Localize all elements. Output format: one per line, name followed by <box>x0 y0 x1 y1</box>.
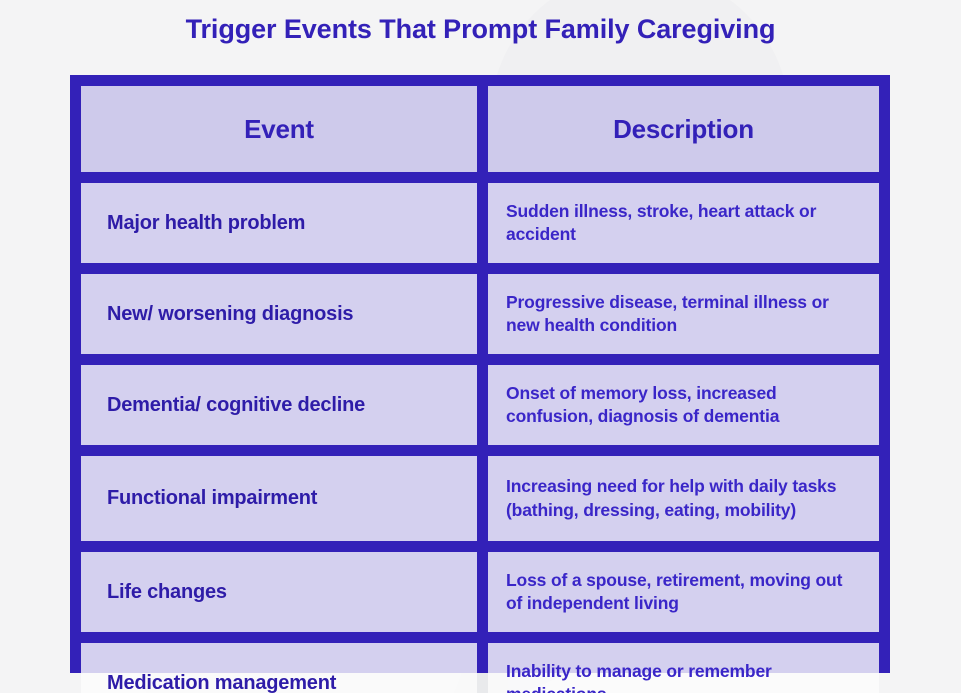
description-label: Loss of a spouse, retirement, moving out… <box>506 569 843 613</box>
description-label: Inability to manage or remember medicati… <box>506 660 772 693</box>
trigger-events-table: Event Description Major health problem S… <box>70 75 890 693</box>
event-label: Life changes <box>107 580 227 603</box>
event-label: Functional impairment <box>107 487 318 509</box>
cell-description: Inability to manage or remember medicati… <box>488 643 879 693</box>
table-header-row: Event Description <box>81 86 879 172</box>
column-header-event: Event <box>81 86 477 172</box>
description-label: Onset of memory loss, increased confusio… <box>506 382 780 426</box>
column-header-description: Description <box>488 86 879 172</box>
cell-description: Progressive disease, terminal illness or… <box>488 274 879 354</box>
cell-description: Loss of a spouse, retirement, moving out… <box>488 552 879 632</box>
cell-description: Increasing need for help with daily task… <box>488 456 879 541</box>
cell-description: Sudden illness, stroke, heart attack or … <box>488 183 879 263</box>
event-label: New/ worsening diagnosis <box>107 302 354 325</box>
column-header-description-label: Description <box>613 113 754 144</box>
event-label: Dementia/ cognitive decline <box>107 393 366 416</box>
cell-event: Dementia/ cognitive decline <box>81 365 477 445</box>
column-header-event-label: Event <box>244 113 314 144</box>
cell-event: Life changes <box>81 552 477 632</box>
page-title: Trigger Events That Prompt Family Caregi… <box>185 14 776 44</box>
cell-event: New/ worsening diagnosis <box>81 274 477 354</box>
cell-description: Onset of memory loss, increased confusio… <box>488 365 879 445</box>
table-row: New/ worsening diagnosis Progressive dis… <box>81 274 879 354</box>
description-label: Sudden illness, stroke, heart attack or … <box>506 200 817 244</box>
event-label: Medication management <box>107 671 337 693</box>
description-label: Increasing need for help with daily task… <box>506 476 837 520</box>
cell-event: Major health problem <box>81 183 477 263</box>
table-row: Major health problem Sudden illness, str… <box>81 183 879 263</box>
event-label: Major health problem <box>107 211 306 234</box>
table-row: Dementia/ cognitive decline Onset of mem… <box>81 365 879 445</box>
cell-event: Medication management <box>81 643 477 693</box>
cell-event: Functional impairment <box>81 456 477 541</box>
table-row: Functional impairment Increasing need fo… <box>81 456 879 541</box>
table-row: Medication management Inability to manag… <box>81 643 879 693</box>
table-row: Life changes Loss of a spouse, retiremen… <box>81 552 879 632</box>
description-label: Progressive disease, terminal illness or… <box>506 291 829 335</box>
